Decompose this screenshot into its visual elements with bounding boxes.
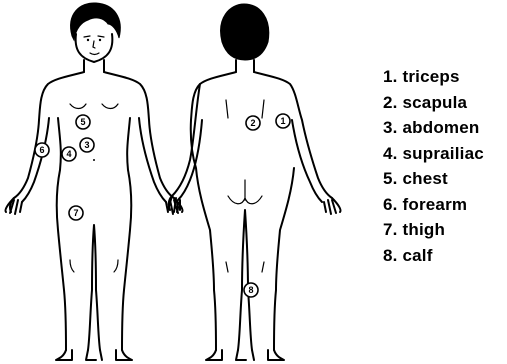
site-marker-3: 3	[80, 138, 94, 152]
legend-item-forearm: 6. forearm	[383, 192, 484, 218]
site-number-7: 7	[73, 208, 78, 218]
site-number-8: 8	[248, 285, 253, 295]
legend-item-calf: 8. calf	[383, 243, 484, 269]
site-number-6: 6	[39, 145, 44, 155]
site-marker-6: 6	[35, 143, 49, 157]
front-left-hand	[5, 198, 22, 214]
front-face-features	[84, 36, 104, 55]
site-number-1: 1	[280, 116, 285, 126]
site-legend: 1. triceps 2. scapula 3. abdomen 4. supr…	[383, 64, 484, 268]
legend-item-triceps: 1. triceps	[383, 64, 484, 90]
legend-item-scapula: 2. scapula	[383, 90, 484, 116]
site-marker-1: 1	[276, 114, 290, 128]
back-buttocks	[228, 180, 262, 204]
legend-item-thigh: 7. thigh	[383, 217, 484, 243]
site-marker-8: 8	[244, 283, 258, 297]
legend-item-chest: 5. chest	[383, 166, 484, 192]
back-figure	[168, 4, 341, 360]
site-number-2: 2	[250, 118, 255, 128]
back-hair	[221, 4, 269, 60]
legend-item-abdomen: 3. abdomen	[383, 115, 484, 141]
front-body-outline	[10, 72, 178, 350]
legend-item-suprailiac: 4. suprailiac	[383, 141, 484, 167]
site-marker-5: 5	[76, 115, 90, 129]
site-marker-2: 2	[246, 116, 260, 130]
site-number-3: 3	[84, 140, 89, 150]
front-figure	[5, 3, 182, 360]
site-marker-7: 7	[69, 206, 83, 220]
site-number-5: 5	[80, 117, 85, 127]
back-body-outline	[191, 72, 332, 350]
site-marker-4: 4	[62, 147, 76, 161]
site-number-4: 4	[66, 149, 71, 159]
